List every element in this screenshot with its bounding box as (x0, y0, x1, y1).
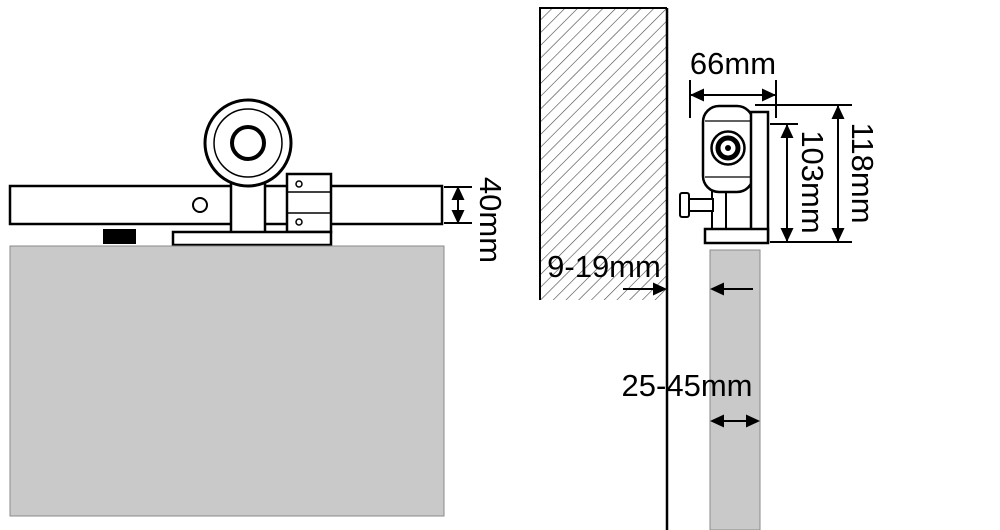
arrowhead-up-icon (780, 124, 794, 138)
door-panel-side (709, 249, 761, 530)
anti-jump-block (285, 172, 333, 234)
mounting-bolt (679, 192, 714, 218)
arrowhead-left-icon (710, 414, 724, 428)
bracket-plate (749, 110, 770, 244)
block-screw-top-icon (295, 180, 303, 188)
arrowhead-left-icon (690, 88, 704, 102)
track-mounting-hole (192, 197, 208, 213)
hanger-connector (711, 187, 727, 233)
dim-door-thickness: 25-45mm (622, 368, 760, 428)
anti-jump-block-body (285, 172, 333, 234)
door-spacer-block (103, 229, 136, 244)
roller-wheel-hub (230, 125, 266, 161)
dim-wall-clearance: 9-19mm (547, 249, 753, 296)
wall-section-outline (539, 7, 667, 300)
axle-center (725, 145, 731, 151)
arrowhead-down-icon (451, 210, 465, 224)
dim-track-height: 40mm (444, 177, 508, 263)
hanger-base-plate (171, 230, 333, 247)
arrowhead-right-icon (653, 282, 667, 296)
arrowhead-down-icon (780, 228, 794, 242)
block-screw-bottom-icon (295, 218, 303, 226)
overall-height-label: 118mm (845, 122, 880, 223)
arrowhead-down-icon (831, 228, 845, 242)
wall-section-hatch (540, 8, 667, 300)
arrowhead-left-icon (710, 282, 724, 296)
dim-overall-height: 118mm (755, 104, 880, 243)
track-height-label: 40mm (473, 177, 508, 263)
bracket-flange (703, 227, 770, 245)
side-view: 66mm 118mm 103mm 9-19mm (539, 7, 880, 530)
front-view: 40mm (8, 98, 508, 517)
dim-center-height: 103mm (770, 123, 830, 242)
axle-ring (715, 135, 741, 161)
wall-clearance-label: 9-19mm (547, 249, 661, 284)
track-rail (8, 184, 444, 226)
arrowhead-up-icon (451, 186, 465, 200)
bolt-shaft (688, 198, 714, 212)
door-panel-front (9, 245, 445, 517)
arrowhead-right-icon (762, 88, 776, 102)
roller-wheel-tread-ring (213, 108, 283, 178)
arrowhead-right-icon (746, 414, 760, 428)
door-thickness-label: 25-45mm (622, 368, 753, 403)
bolt-head (679, 192, 690, 218)
center-height-label: 103mm (795, 130, 830, 233)
arrowhead-up-icon (831, 105, 845, 119)
dim-hanger-offset: 66mm (689, 46, 777, 118)
hanger-offset-label: 66mm (690, 46, 776, 81)
